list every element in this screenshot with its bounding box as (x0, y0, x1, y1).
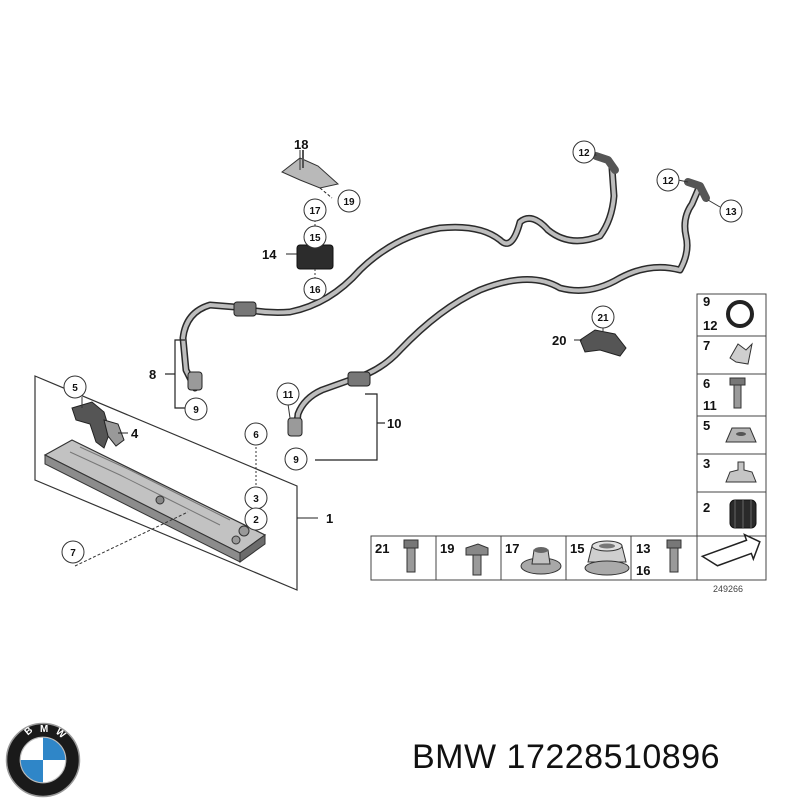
callout-3: 3 (244, 486, 268, 510)
label-4: 4 (131, 426, 139, 441)
callout-12b: 12 (656, 168, 680, 192)
callout-16: 16 (303, 277, 327, 301)
callout-2: 2 (244, 507, 268, 531)
callout-5: 5 (63, 375, 87, 399)
label-18: 18 (294, 137, 308, 152)
bmw-logo: B M W (5, 722, 81, 798)
bracket-part-18 (281, 150, 340, 199)
svg-text:11: 11 (283, 390, 294, 401)
oil-cooler-part-1 (43, 439, 267, 567)
callout-12a: 12 (572, 140, 596, 164)
col-label-9: 9 (703, 294, 710, 309)
callout-21: 21 (591, 305, 615, 329)
callout-9b: 9 (284, 447, 308, 471)
part-number-caption: BMW 17228510896 (412, 738, 721, 776)
callout-13: 13 (719, 199, 743, 223)
svg-text:7: 7 (70, 548, 76, 559)
svg-text:3: 3 (253, 494, 259, 505)
svg-text:21: 21 (597, 313, 609, 324)
svg-text:5: 5 (72, 383, 78, 394)
callout-7: 7 (61, 540, 85, 564)
col-label-5: 5 (703, 418, 710, 433)
col-label-6: 6 (703, 376, 710, 391)
bracket-10 (315, 393, 385, 461)
callout-11: 11 (276, 382, 300, 406)
cooler-assembly-box (34, 375, 318, 591)
row-label-17: 17 (505, 541, 519, 556)
hose-lower (287, 178, 710, 437)
callout-19: 19 (337, 189, 361, 213)
parts-row (370, 535, 698, 581)
col-label-3: 3 (703, 456, 710, 471)
label-8: 8 (149, 367, 156, 382)
svg-text:6: 6 (253, 430, 259, 441)
bracket-8 (165, 339, 185, 409)
label-14: 14 (262, 247, 277, 262)
parts-column-drawings (700, 300, 761, 567)
label-10: 10 (387, 416, 401, 431)
clip-part-4 (71, 401, 128, 449)
row-label-13: 13 (636, 541, 650, 556)
label-20: 20 (552, 333, 566, 348)
diagram-number: 249266 (713, 584, 743, 594)
row-label-21: 21 (375, 541, 389, 556)
svg-text:9: 9 (193, 405, 199, 416)
svg-text:12: 12 (662, 176, 674, 187)
leader-lines (81, 151, 721, 419)
svg-text:15: 15 (309, 233, 321, 244)
callout-9a: 9 (184, 397, 208, 421)
svg-text:2: 2 (253, 515, 259, 526)
hose-upper (179, 152, 619, 392)
callout-15: 15 (303, 225, 327, 249)
svg-text:16: 16 (309, 285, 321, 296)
parts-row-drawings (403, 539, 682, 576)
svg-text:19: 19 (343, 197, 355, 208)
row-label-16: 16 (636, 563, 650, 578)
bracket-part-20 (574, 322, 627, 357)
row-label-15: 15 (570, 541, 584, 556)
svg-text:12: 12 (578, 148, 590, 159)
svg-text:17: 17 (309, 206, 321, 217)
col-label-2: 2 (703, 500, 710, 515)
svg-text:M: M (40, 724, 48, 735)
callout-17: 17 (303, 198, 327, 222)
svg-text:9: 9 (293, 455, 299, 466)
callout-6: 6 (244, 422, 268, 446)
col-label-11: 11 (703, 398, 717, 413)
col-label-12: 12 (703, 318, 717, 333)
row-label-19: 19 (440, 541, 454, 556)
svg-text:13: 13 (725, 207, 737, 218)
col-label-7: 7 (703, 338, 710, 353)
label-1: 1 (326, 511, 333, 526)
